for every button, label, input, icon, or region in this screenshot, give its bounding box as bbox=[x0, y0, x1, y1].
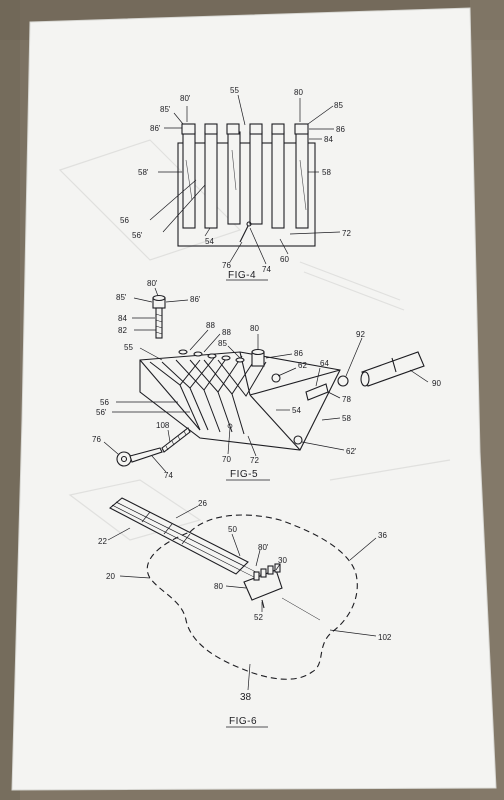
fig4-label-60: 60 bbox=[280, 255, 289, 264]
fig6-label-36: 36 bbox=[378, 531, 387, 540]
fig6-label-22: 22 bbox=[98, 537, 107, 546]
fig5-label-86p: 86' bbox=[190, 295, 201, 304]
fig5-label-72: 72 bbox=[250, 456, 259, 465]
fig6-label-52: 52 bbox=[254, 613, 263, 622]
fig6-label-38: 38 bbox=[240, 692, 252, 703]
fig4-label-56: 56 bbox=[120, 216, 129, 225]
fig4-label-86: 86 bbox=[336, 125, 345, 134]
fig5-label-62p: 62' bbox=[346, 447, 357, 456]
fig4-label-54: 54 bbox=[205, 237, 214, 246]
fig4-label-72: 72 bbox=[342, 229, 351, 238]
fig5-pins bbox=[178, 348, 265, 367]
figure-4 bbox=[149, 94, 341, 281]
fig5-label-80p: 80' bbox=[147, 279, 158, 288]
fig4-base bbox=[177, 142, 316, 247]
fig4-label-58p: 58' bbox=[138, 168, 149, 177]
fig6-label-50: 50 bbox=[228, 525, 237, 534]
fig4-label-80: 80 bbox=[294, 88, 303, 97]
fig4-label-55: 55 bbox=[230, 86, 239, 95]
fig5-label-82: 82 bbox=[118, 326, 127, 335]
figure-4-labels: 80' 85' 86' 55 80 85 86 84 58' 58 56 56'… bbox=[120, 86, 351, 281]
fig6-label-102: 102 bbox=[378, 633, 392, 642]
fig5-label-56: 56 bbox=[100, 398, 109, 407]
fig4-label-86p: 86' bbox=[150, 124, 161, 133]
fig5-label-92: 92 bbox=[356, 330, 365, 339]
fig6-body-outline bbox=[146, 514, 358, 680]
fig4-caption: FIG-4 bbox=[228, 270, 256, 281]
fig5-label-76: 76 bbox=[92, 435, 101, 444]
fig4-label-84: 84 bbox=[324, 135, 333, 144]
fig5-label-58: 58 bbox=[342, 414, 351, 423]
fig5-label-90: 90 bbox=[432, 379, 441, 388]
fig5-label-80: 80 bbox=[250, 324, 259, 333]
fig6-caption: FIG-6 bbox=[229, 716, 257, 727]
fig6-label-80p: 80' bbox=[258, 543, 269, 552]
fig5-label-54: 54 bbox=[292, 406, 301, 415]
fig6-label-80: 80 bbox=[214, 582, 223, 591]
fig5-label-85p: 85' bbox=[116, 293, 127, 302]
fig5-label-86: 86 bbox=[294, 349, 303, 358]
show-through bbox=[58, 139, 451, 541]
fig4-label-76: 76 bbox=[222, 261, 231, 270]
fig5-label-62: 62 bbox=[298, 361, 307, 370]
fig6-label-30: 30 bbox=[278, 556, 287, 565]
figure-6 bbox=[107, 497, 377, 728]
fig5-tines bbox=[149, 355, 267, 435]
fig5-label-70: 70 bbox=[222, 455, 231, 464]
fig5-separate-pin bbox=[152, 294, 166, 339]
fig5-label-64: 64 bbox=[320, 359, 329, 368]
fig5-rod bbox=[360, 351, 425, 387]
fig4-pins bbox=[181, 123, 309, 135]
fig4-label-58: 58 bbox=[322, 168, 331, 177]
fig5-label-55: 55 bbox=[124, 343, 133, 352]
fig5-label-85: 85 bbox=[218, 339, 227, 348]
fig4-label-85p: 85' bbox=[160, 105, 171, 114]
fig5-label-74: 74 bbox=[164, 471, 173, 480]
fig4-label-56p: 56' bbox=[132, 231, 143, 240]
fig5-label-78: 78 bbox=[342, 395, 351, 404]
fig5-label-88a: 88 bbox=[206, 321, 215, 330]
fig4-label-74: 74 bbox=[262, 265, 271, 274]
figure-5-labels: 80' 85' 86' 84 82 88 88 85 80 86 55 62 6… bbox=[92, 279, 441, 480]
fig5-caption: FIG-5 bbox=[230, 469, 258, 480]
fig5-key bbox=[116, 427, 191, 467]
fig4-label-85: 85 bbox=[334, 101, 343, 110]
fig5-label-88b: 88 bbox=[222, 328, 231, 337]
fig5-label-108: 108 bbox=[156, 421, 170, 430]
fig6-label-20: 20 bbox=[106, 572, 115, 581]
figure-6-labels: 26 22 50 80' 30 36 20 80 52 102 38 FIG-6 bbox=[98, 499, 392, 727]
fig6-label-26: 26 bbox=[198, 499, 207, 508]
figure-5 bbox=[103, 287, 429, 481]
fig4-label-80p: 80' bbox=[180, 94, 191, 103]
fig6-neck bbox=[109, 497, 249, 575]
fig5-label-84: 84 bbox=[118, 314, 127, 323]
fig5-label-56p: 56' bbox=[96, 408, 107, 417]
